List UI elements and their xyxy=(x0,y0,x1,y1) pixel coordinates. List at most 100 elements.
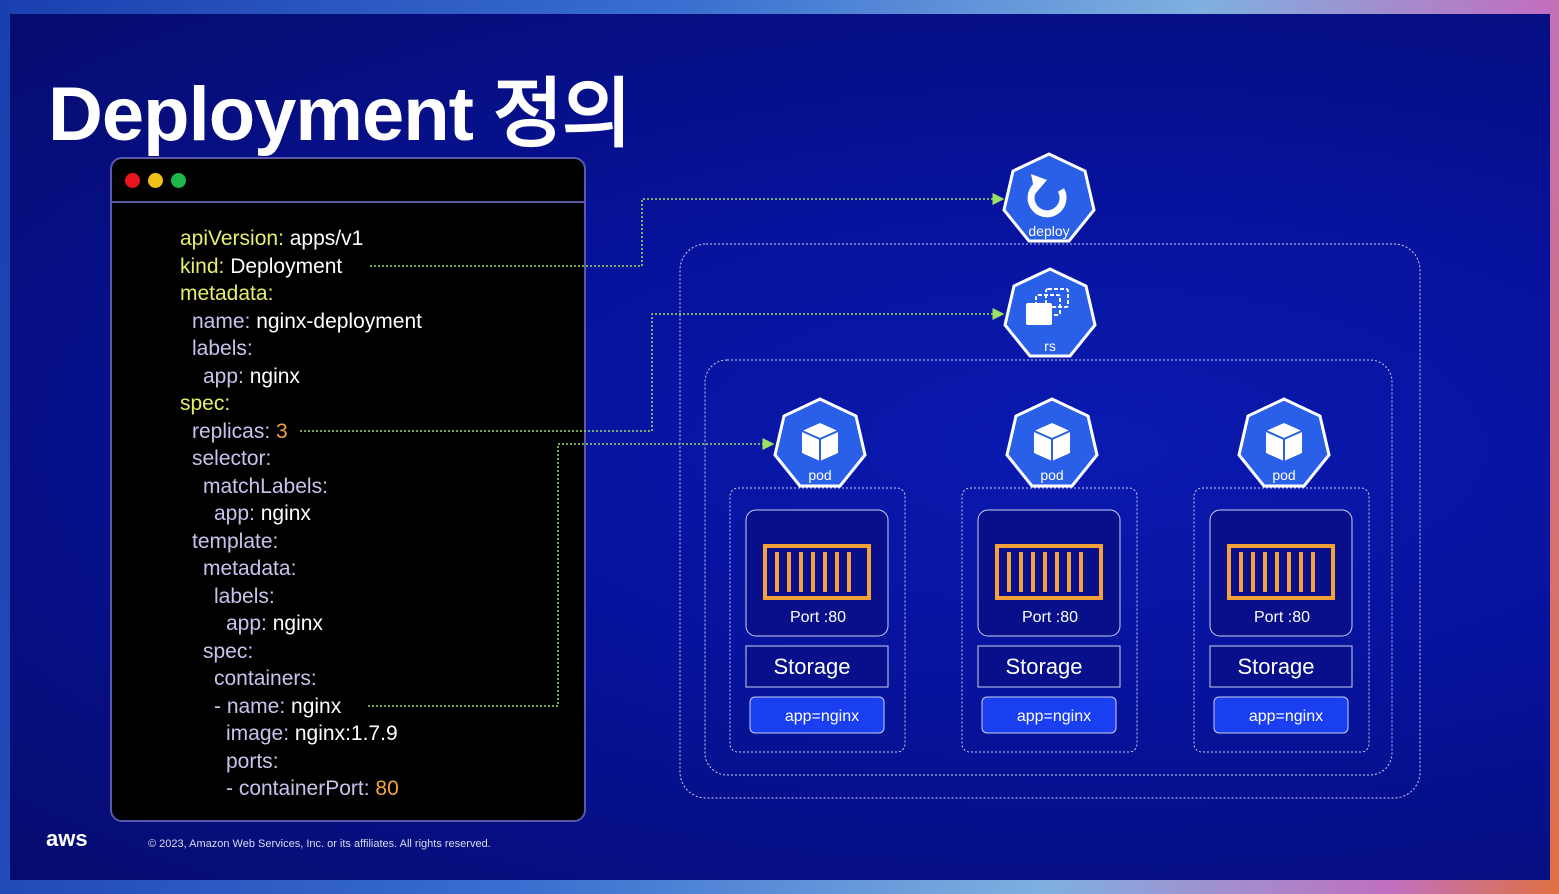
code-line: template: xyxy=(192,529,285,553)
pod-group: Port :80 Storage app=nginx pod xyxy=(961,397,1138,753)
yaml-key: app xyxy=(203,364,239,388)
label-text: app=nginx xyxy=(785,708,859,725)
container-icon xyxy=(1227,544,1335,600)
yaml-key: name xyxy=(192,309,245,333)
yaml-key: metadata xyxy=(180,282,268,305)
aws-logo: aws xyxy=(46,826,88,851)
yaml-key: spec xyxy=(203,639,248,663)
container-box xyxy=(745,509,889,637)
storage-box xyxy=(745,645,889,688)
pod-icon: pod xyxy=(1237,397,1331,488)
svg-text:deploy: deploy xyxy=(1028,223,1069,239)
yaml-value: 3 xyxy=(276,419,288,443)
label-badge xyxy=(981,696,1117,734)
maximize-dot xyxy=(171,173,186,188)
label-badge xyxy=(1213,696,1349,734)
code-line: replicas: 3 xyxy=(192,419,288,443)
svg-text:rs: rs xyxy=(1044,338,1056,354)
code-line: app: nginx xyxy=(214,502,311,525)
svg-text:pod: pod xyxy=(1040,467,1063,483)
code-line: ports: xyxy=(226,749,285,773)
yaml-key: app xyxy=(226,612,262,635)
yaml-key: - name xyxy=(214,694,280,718)
yaml-key: - containerPort xyxy=(226,777,364,800)
yaml-key: app xyxy=(214,502,250,525)
container-box xyxy=(1209,509,1353,637)
yaml-key: ports xyxy=(226,749,273,773)
port-label: Port :80 xyxy=(1254,609,1310,626)
container-icon xyxy=(763,544,871,600)
deployment-boundary xyxy=(679,243,1421,799)
label-text: app=nginx xyxy=(1017,708,1091,725)
connectors xyxy=(300,193,1005,707)
close-dot xyxy=(125,173,140,188)
storage-label: Storage xyxy=(773,654,850,679)
code-line: - name: nginx xyxy=(214,694,342,718)
yaml-key: image xyxy=(226,722,284,745)
code-line: matchLabels: xyxy=(203,474,334,498)
yaml-key: spec xyxy=(180,392,225,415)
pod-icon: pod xyxy=(773,397,867,488)
code-line: containers: xyxy=(214,667,323,690)
yaml-key: metadata xyxy=(203,557,291,580)
port-label: Port :80 xyxy=(1022,609,1078,626)
label-text: app=nginx xyxy=(1249,708,1323,725)
storage-label: Storage xyxy=(1005,654,1082,679)
yaml-key: template xyxy=(192,529,273,553)
deploy-icon: deploy xyxy=(1002,152,1096,243)
code-line: image: nginx:1.7.9 xyxy=(226,722,398,745)
storage-box xyxy=(1209,645,1353,688)
yaml-value: nginx xyxy=(249,364,300,388)
yaml-value: Deployment xyxy=(230,254,343,278)
yaml-key: replicas xyxy=(192,419,265,443)
yaml-key: selector xyxy=(192,447,266,470)
code-line: labels: xyxy=(214,584,281,608)
code-line: metadata: xyxy=(180,282,280,305)
code-line: selector: xyxy=(192,447,278,470)
code-line: app: nginx xyxy=(226,612,323,635)
yaml-key: kind xyxy=(180,254,219,278)
code-line: labels: xyxy=(192,337,259,360)
connector-container-pod xyxy=(368,438,775,707)
pod-icon: pod xyxy=(1005,397,1099,488)
yaml-value: nginx xyxy=(272,612,323,635)
yaml-value: nginx-deployment xyxy=(256,309,422,333)
container-box xyxy=(977,509,1121,637)
connector-kind-deploy xyxy=(370,193,1005,267)
pod-group: Port :80 Storage app=nginx pod xyxy=(1193,397,1370,753)
connector-replicas-rs xyxy=(300,308,1005,432)
replicaset-icon: rs xyxy=(1003,267,1097,358)
copyright: © 2023, Amazon Web Services, Inc. or its… xyxy=(148,838,491,850)
yaml-value: nginx:1.7.9 xyxy=(294,722,398,745)
yaml-key: labels xyxy=(214,584,269,608)
yaml-value: nginx xyxy=(291,694,342,718)
yaml-key: containers xyxy=(214,667,311,690)
yaml-key: apiVersion xyxy=(180,227,279,250)
svg-text:pod: pod xyxy=(1272,467,1295,483)
pod-group: Port :80 Storage app=nginx pod xyxy=(729,397,906,753)
label-badge xyxy=(749,696,885,734)
port-label: Port :80 xyxy=(790,609,846,626)
yaml-value: 80 xyxy=(375,777,399,800)
replicaset-boundary xyxy=(704,359,1393,776)
minimize-dot xyxy=(148,173,163,188)
yaml-key: labels xyxy=(192,337,247,360)
code-line: name: nginx-deployment xyxy=(192,309,422,333)
code-line: spec: xyxy=(203,639,260,663)
container-icon xyxy=(995,544,1103,600)
code-line: kind: Deployment xyxy=(180,254,343,278)
storage-label: Storage xyxy=(1237,654,1314,679)
yaml-key: matchLabels xyxy=(203,474,323,498)
storage-box xyxy=(977,645,1121,688)
code-line: - containerPort: 80 xyxy=(226,777,399,800)
code-line: metadata: xyxy=(203,557,303,580)
yaml-value: nginx xyxy=(260,502,311,525)
code-line: app: nginx xyxy=(203,364,300,388)
yaml-value: apps/v1 xyxy=(289,227,364,250)
window-titlebar xyxy=(112,159,584,203)
code-line: spec: xyxy=(180,392,237,415)
page-title: Deployment 정의 xyxy=(48,72,632,157)
svg-text:pod: pod xyxy=(808,467,831,483)
